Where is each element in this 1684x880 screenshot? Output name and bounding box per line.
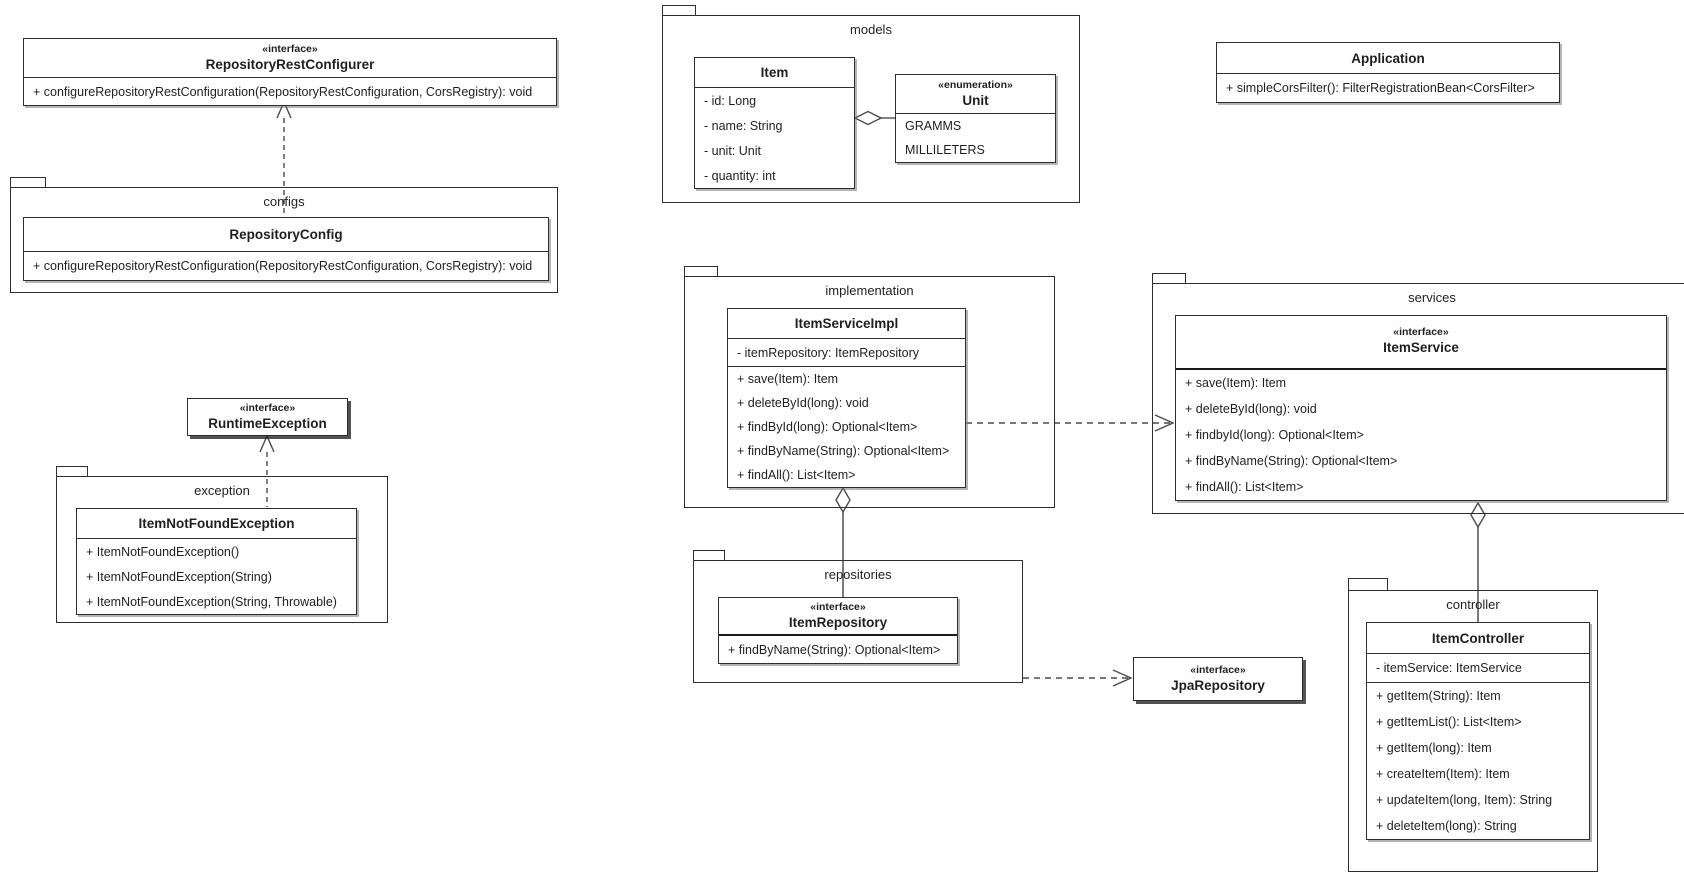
method-row: + ItemNotFoundException()	[86, 544, 240, 559]
class-name: RepositoryRestConfigurer	[205, 57, 375, 72]
class-name: ItemServiceImpl	[794, 316, 899, 331]
method-row: + ItemNotFoundException(String, Throwabl…	[86, 594, 337, 609]
package-label-implementation: implementation	[825, 283, 914, 298]
class-repository-config[interactable]: RepositoryConfig + configureRepositoryRe…	[23, 217, 549, 281]
attribute-row: - unit: Unit	[704, 143, 761, 158]
package-tab-repositories	[693, 550, 725, 560]
method-row: + findByName(String): Optional<Item>	[1185, 454, 1398, 468]
attribute-row: - itemRepository: ItemRepository	[737, 345, 920, 360]
class-name: ItemRepository	[788, 615, 888, 630]
package-exception[interactable]: exception	[56, 476, 388, 623]
class-item-not-found-exception[interactable]: ItemNotFoundException + ItemNotFoundExce…	[76, 508, 357, 615]
method-row: + findAll(): List<Item>	[1185, 480, 1304, 494]
package-label-repositories: repositories	[824, 567, 892, 582]
package-tab-configs	[10, 177, 46, 187]
method-row: + ItemNotFoundException(String)	[86, 569, 272, 584]
stereotype-label: «interface»	[1190, 664, 1246, 676]
class-name: ItemService	[1383, 340, 1459, 355]
stereotype-label: «interface»	[810, 601, 866, 613]
stereotype-label: «interface»	[1393, 326, 1449, 338]
package-label-models: models	[850, 22, 892, 37]
method-row: + findbyId(long): Optional<Item>	[1185, 428, 1364, 442]
method-row: + getItemList(): List<Item>	[1376, 715, 1522, 729]
method-row: + findByName(String): Optional<Item>	[728, 642, 941, 657]
package-tab-services	[1152, 273, 1186, 283]
stereotype-label: «enumeration»	[938, 79, 1013, 91]
class-item[interactable]: Item - id: Long - name: String - unit: U…	[694, 57, 855, 189]
package-label-controller: controller	[1446, 597, 1500, 612]
method-row: + save(Item): Item	[1185, 376, 1287, 390]
method-row: + updateItem(long, Item): String	[1376, 793, 1553, 807]
method-row: + createItem(Item): Item	[1376, 767, 1510, 781]
method-row: + configureRepositoryRestConfiguration(R…	[33, 84, 533, 99]
method-row: + configureRepositoryRestConfiguration(R…	[33, 259, 533, 273]
class-repository-rest-configurer[interactable]: «interface» RepositoryRestConfigurer + c…	[23, 38, 557, 106]
package-repositories[interactable]: repositories	[693, 560, 1023, 683]
package-tab-controller	[1348, 578, 1388, 590]
class-name: JpaRepository	[1171, 678, 1265, 693]
class-name: ItemNotFoundException	[138, 516, 295, 531]
method-row: + findAll(): List<Item>	[737, 468, 856, 482]
class-unit-enumeration[interactable]: «enumeration» Unit GRAMMS MILLILETERS	[895, 74, 1056, 163]
package-label-exception: exception	[194, 483, 250, 498]
class-name: Unit	[962, 93, 989, 108]
package-tab-models	[662, 5, 696, 15]
method-row: + findByName(String): Optional<Item>	[737, 444, 950, 458]
class-item-service[interactable]: «interface» ItemService + save(Item): It…	[1175, 315, 1667, 501]
class-name: Item	[760, 65, 789, 80]
attribute-row: - name: String	[704, 118, 783, 133]
attribute-row: - quantity: int	[704, 168, 776, 183]
class-name: ItemController	[1431, 631, 1525, 646]
enum-value-row: GRAMMS	[905, 119, 962, 133]
attribute-row: - id: Long	[704, 93, 757, 108]
package-tab-implementation	[684, 266, 718, 276]
class-item-service-impl[interactable]: ItemServiceImpl - itemRepository: ItemRe…	[727, 308, 966, 488]
stereotype-label: «interface»	[239, 402, 296, 414]
method-row: + findById(long): Optional<Item>	[737, 420, 918, 434]
class-application[interactable]: Application + simpleCorsFilter(): Filter…	[1216, 42, 1560, 103]
method-row: + deleteById(long): void	[1185, 402, 1317, 416]
package-label-services: services	[1408, 290, 1456, 305]
class-item-controller[interactable]: ItemController - itemService: ItemServic…	[1366, 622, 1590, 840]
attribute-row: - itemService: ItemService	[1376, 661, 1522, 675]
method-row: + deleteById(long): void	[737, 396, 869, 410]
method-row: + getItem(long): Item	[1376, 741, 1492, 755]
enum-value-row: MILLILETERS	[905, 143, 985, 157]
class-jpa-repository[interactable]: «interface» JpaRepository	[1133, 657, 1303, 701]
package-controller[interactable]: controller	[1348, 590, 1598, 872]
class-runtime-exception[interactable]: «interface» RuntimeException	[187, 398, 348, 436]
method-row: + getItem(String): Item	[1376, 689, 1501, 703]
method-row: + deleteItem(long): String	[1376, 819, 1517, 833]
package-implementation[interactable]: implementation	[684, 276, 1055, 508]
connector-itemrepository-extends-jparepository	[1023, 669, 1133, 687]
method-row: + save(Item): Item	[737, 372, 839, 386]
package-tab-exception	[56, 466, 88, 476]
package-label-configs: configs	[263, 194, 305, 209]
method-row: + simpleCorsFilter(): FilterRegistration…	[1226, 81, 1535, 95]
package-services[interactable]: services	[1152, 283, 1684, 514]
stereotype-label: «interface»	[262, 43, 318, 55]
class-name: RuntimeException	[208, 416, 327, 431]
class-name: Application	[1351, 51, 1425, 66]
class-name: RepositoryConfig	[229, 227, 343, 242]
class-item-repository[interactable]: «interface» ItemRepository + findByName(…	[718, 597, 958, 664]
package-models[interactable]: models	[662, 15, 1080, 203]
